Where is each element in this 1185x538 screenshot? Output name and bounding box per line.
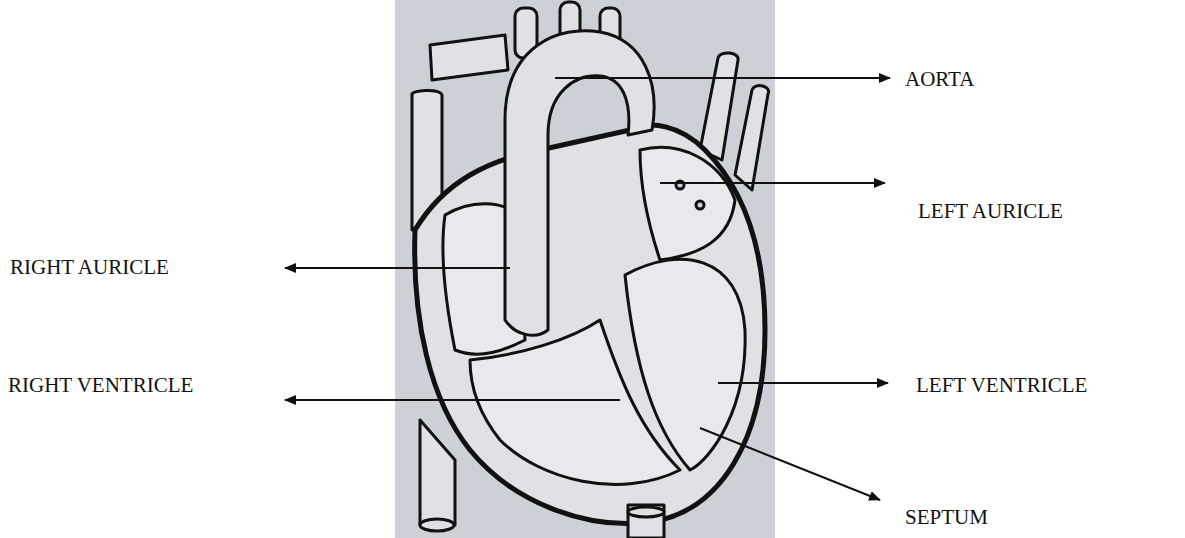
- leader-line: [700, 428, 880, 500]
- leader-line: [555, 77, 890, 79]
- part-label: LEFT AURICLE: [918, 200, 1063, 223]
- part-label: SEPTUM: [905, 506, 988, 529]
- leader-line: [285, 267, 510, 269]
- leader-line: [660, 182, 885, 184]
- part-label: RIGHT AURICLE: [10, 256, 169, 279]
- part-label: RIGHT VENTRICLE: [8, 374, 193, 397]
- leader-line: [285, 399, 620, 401]
- part-label: LEFT VENTRICLE: [916, 374, 1087, 397]
- heart-drawing: [412, 2, 769, 538]
- leader-line: [718, 382, 888, 384]
- leader-lines: [285, 78, 890, 500]
- part-label: AORTA: [905, 68, 974, 91]
